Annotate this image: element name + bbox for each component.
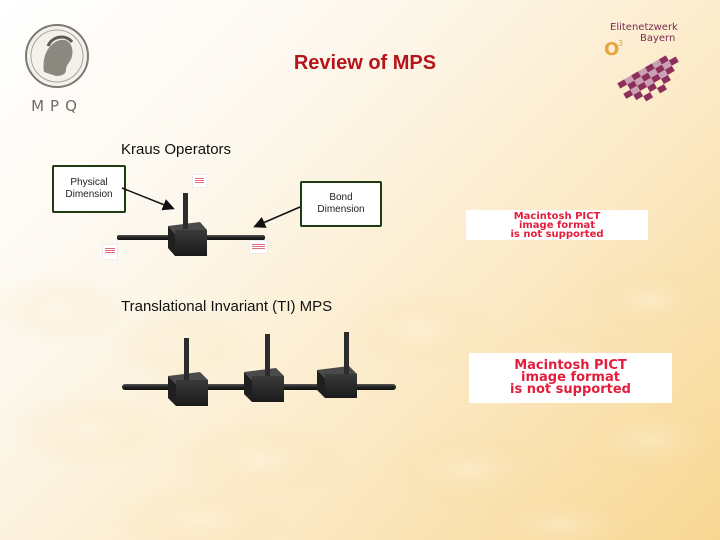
bond-dimension-label: Bond Dimension (300, 181, 382, 227)
chain-tensor-1 (168, 338, 208, 406)
pict-1-line3: is not supported (510, 228, 604, 240)
physical-arrow (121, 187, 175, 211)
pict-2-line3: is not supported (510, 381, 631, 397)
pict-2-line2: image format (521, 370, 620, 386)
single-tensor (117, 193, 265, 256)
pict-2-line1: Macintosh PICT (514, 358, 627, 374)
svg-text:O: O (604, 39, 619, 60)
minerva-emblem-icon (25, 24, 89, 88)
elitenetzwerk-text: Elitenetzwerk (610, 22, 678, 33)
elitenetzwerk-logo: Elitenetzwerk Bayern O 3 (598, 22, 698, 112)
tiny-image-2 (102, 244, 118, 260)
bond-dimension-line1: Bond (329, 192, 353, 203)
ti-mps-heading: Translational Invariant (TI) MPS (121, 298, 333, 315)
slide-title: Review of MPS (293, 52, 437, 74)
physical-dimension-line1: Physical (70, 177, 108, 188)
mpq-logo: MPQ (22, 22, 92, 115)
chain-tensor-3 (317, 332, 357, 398)
tiny-image-3 (249, 240, 268, 254)
ti-mps-chain (122, 332, 396, 406)
mpq-text: MPQ (31, 97, 83, 115)
bayern-text: Bayern (640, 33, 676, 44)
pict-placeholder-1: Macintosh PICT image format is not suppo… (466, 210, 648, 240)
bond-dimension-line2: Dimension (317, 204, 365, 215)
tiny-image-1 (192, 174, 207, 188)
bond-arrow (253, 206, 301, 228)
pict-1-line1: Macintosh PICT (513, 210, 601, 222)
pict-placeholder-2: Macintosh PICT image format is not suppo… (469, 353, 672, 403)
kraus-operators-heading: Kraus Operators (121, 141, 232, 158)
physical-dimension-line2: Dimension (65, 189, 113, 200)
chain-tensor-2 (244, 334, 284, 402)
diamond-pattern-icon: O 3 (604, 39, 679, 102)
pict-1-line2: image format (518, 219, 596, 231)
physical-dimension-label: Physical Dimension (52, 165, 126, 213)
svg-text:3: 3 (618, 39, 623, 48)
